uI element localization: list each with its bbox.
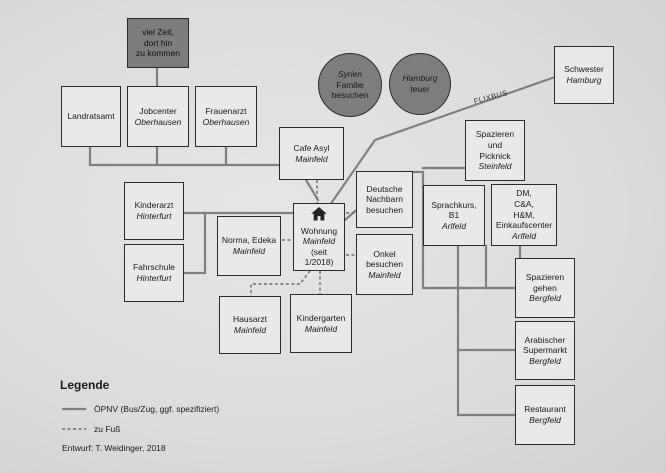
node-text: viel Zeit, [142, 27, 174, 38]
circle-hamburg: Hamburg teuer [389, 53, 451, 115]
node-fahrschule: Fahrschule Hinterfurt [124, 244, 184, 302]
circle-text: besuchen [331, 90, 369, 101]
node-place: Mainfeld [233, 325, 267, 335]
node-label: Hausarzt [232, 314, 267, 325]
node-text: Nachbarn [366, 194, 403, 205]
node-label: Landratsamt [67, 111, 115, 122]
node-kindergarten: Kindergarten Mainfeld [290, 294, 352, 353]
circle-label: Syrien [337, 69, 363, 80]
node-place: Mainfeld [368, 269, 401, 280]
node-spazieren-steinfeld: Spazieren und Picknick Steinfeld [465, 120, 525, 181]
circle-syrien: Syrien Familie besuchen [318, 53, 382, 117]
node-label: Fahrschule [132, 262, 176, 273]
node-text: Spazieren [475, 129, 515, 140]
node-restaurant: Restaurant Bergfeld [515, 385, 575, 445]
circle-text: teuer [410, 84, 430, 94]
node-text: gehen [533, 282, 557, 293]
node-text: dort hin [143, 37, 173, 48]
line-arlfeld [484, 244, 517, 290]
node-place: Hinterfurt [136, 273, 172, 283]
node-norma-edeka: Norma, Edeka Mainfeld [217, 216, 281, 276]
node-text: B1 [448, 210, 460, 221]
node-note: (seit 1/2018) [304, 246, 334, 268]
circle-text: Familie [336, 79, 364, 90]
solid-line-icon [62, 407, 86, 411]
node-label: Norma, Edeka [221, 235, 277, 246]
node-label: Cafe Asyl [293, 142, 330, 153]
walk-hausarzt [250, 270, 311, 296]
node-text: Einkaufscenter [495, 220, 553, 231]
node-text: Arabischer [524, 334, 566, 345]
node-label: Kindergarten [296, 312, 346, 323]
node-frauenarzt: Frauenarzt Oberhausen [195, 86, 257, 147]
node-place: Arlfeld [511, 230, 537, 241]
line-fahrschule [182, 211, 207, 275]
node-spazieren-bergfeld: Spazieren gehen Bergfeld [515, 258, 575, 318]
node-place: Bergfeld [529, 355, 561, 366]
node-arabischer-supermarkt: Arabischer Supermarkt Bergfeld [515, 321, 575, 380]
node-text: Supermarkt [523, 345, 567, 356]
node-text: und [487, 139, 503, 150]
node-text: Deutsche [366, 183, 403, 194]
circle-label: Hamburg [402, 73, 438, 84]
line-top-trunk [88, 145, 320, 202]
node-onkel: Onkel besuchen Mainfeld [356, 234, 413, 295]
legend-oepnv: ÖPNV (Bus/Zug, ggf. spezifiziert) [62, 404, 219, 414]
node-place: Hinterfurt [136, 211, 172, 221]
node-place: Mainfeld [302, 236, 336, 247]
legend-fuss: zu Fuß [62, 424, 120, 434]
node-text: besuchen [366, 259, 403, 270]
node-place: Mainfeld [295, 153, 328, 164]
node-text: Spazieren [525, 272, 565, 283]
node-text: Onkel [373, 248, 396, 259]
node-label: Schwester [564, 64, 604, 75]
node-label: Jobcenter [139, 105, 177, 116]
node-nachbarn: Deutsche Nachbarn besuchen [356, 171, 413, 228]
node-text: besuchen [366, 204, 403, 215]
node-landratsamt: Landratsamt [61, 86, 121, 147]
node-dm-einkaufscenter: DM, C&A, H&M, Einkaufscenter Arlfeld [491, 184, 557, 246]
node-label: Sprachkurs, [431, 199, 477, 210]
node-text: DM, [516, 188, 532, 199]
node-kinderarzt: Kinderarzt Hinterfurt [124, 182, 184, 240]
node-label: Kinderarzt [134, 200, 174, 211]
node-schwester: Schwester Hamburg [554, 46, 614, 104]
legend-title: Legende [60, 378, 110, 392]
node-wohnung: Wohnung Mainfeld (seit 1/2018) [293, 203, 345, 271]
node-place: Bergfeld [529, 293, 561, 304]
node-place: Bergfeld [529, 415, 561, 425]
node-label: Restaurant [524, 404, 566, 415]
house-icon [311, 206, 327, 221]
node-place: Hamburg [566, 75, 602, 85]
node-place: Oberhausen [202, 116, 250, 127]
node-place: Steinfeld [478, 161, 512, 172]
node-place: Arlfeld [441, 220, 467, 231]
node-place: Mainfeld [304, 323, 338, 334]
node-label: Wohnung [300, 225, 338, 236]
line-berg-trunk [456, 244, 517, 417]
credit-text: Entwurf: T. Weidinger, 2018 [62, 443, 166, 453]
node-sprachkurs: Sprachkurs, B1 Arlfeld [423, 185, 485, 246]
node-label: Frauenarzt [205, 105, 247, 116]
node-cafe-asyl: Cafe Asyl Mainfeld [279, 127, 344, 180]
node-text: H&M, [513, 209, 535, 220]
legend-fuss-label: zu Fuß [94, 424, 121, 434]
node-jobcenter: Jobcenter Oberhausen [127, 86, 189, 147]
node-hausarzt: Hausarzt Mainfeld [219, 296, 281, 354]
node-text: zu kommen [136, 48, 180, 59]
legend-oepnv-label: ÖPNV (Bus/Zug, ggf. spezifiziert) [94, 404, 220, 414]
node-text: Picknick [479, 150, 511, 161]
node-place: Oberhausen [134, 116, 182, 127]
node-text: C&A, [514, 199, 534, 210]
dashed-line-icon [62, 428, 86, 430]
line-flixbus [328, 74, 560, 207]
node-place: Mainfeld [232, 246, 266, 256]
node-viel-zeit: viel Zeit, dort hin zu kommen [127, 18, 189, 68]
